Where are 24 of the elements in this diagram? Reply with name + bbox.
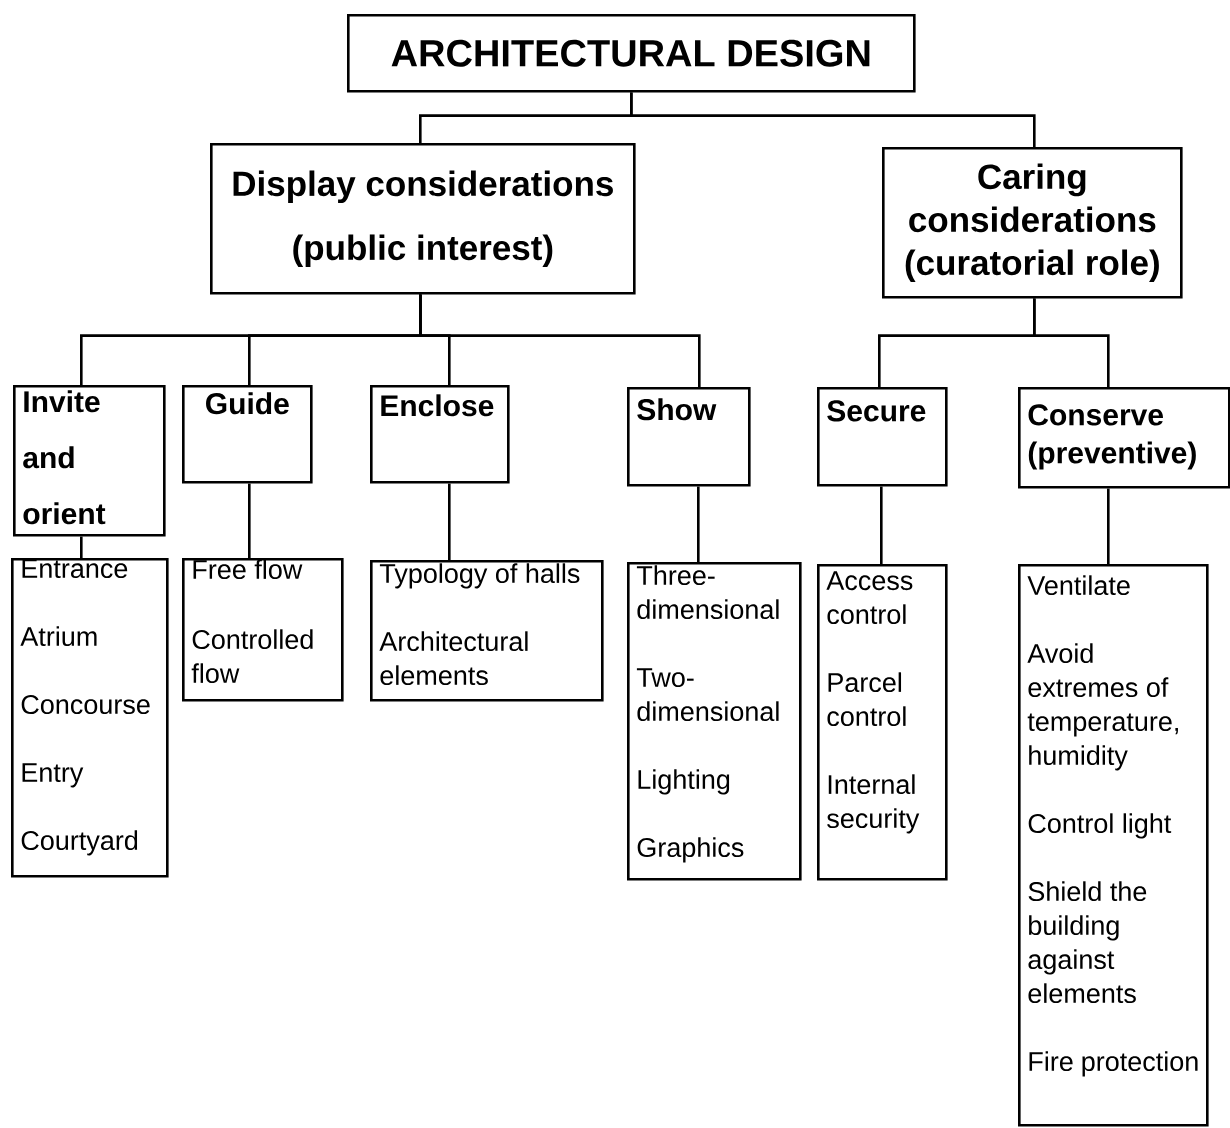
category-box: Invite and orient xyxy=(13,385,166,537)
category-box: Display considerations (public interest) xyxy=(210,143,636,295)
connector-line xyxy=(630,92,1036,147)
category-box: Guide xyxy=(182,385,313,484)
connector-line xyxy=(1107,488,1110,564)
title-box: ARCHITECTURAL DESIGN xyxy=(347,14,916,93)
connector-line xyxy=(248,483,251,558)
list-box: Free flow Controlled flow xyxy=(182,558,344,702)
connector-line xyxy=(80,536,83,558)
list-box: Typology of halls Architectural elements xyxy=(370,560,604,702)
connector-line xyxy=(697,486,700,562)
connector-line xyxy=(419,294,701,387)
list-box: Three-dimensional Two-dimensional Lighting Graphics xyxy=(627,562,802,881)
category-box: Secure xyxy=(817,387,948,487)
connector-line xyxy=(880,486,883,564)
category-box: Caring considerations (curatorial role) xyxy=(882,147,1183,299)
category-box: Conserve (preventive) xyxy=(1018,387,1230,489)
list-box: Ventilate Avoid extremes of temperature, humidity Control light Shield the building against elements Fire protection xyxy=(1018,564,1209,1127)
category-box: Show xyxy=(627,387,751,487)
list-box: Entrance Atrium Concourse Entry Courtyard xyxy=(11,558,169,878)
connector-line xyxy=(448,483,451,560)
connector-line xyxy=(1033,298,1110,387)
list-box: Access control Parcel control Internal security xyxy=(817,564,948,881)
category-box: Enclose xyxy=(370,385,510,484)
